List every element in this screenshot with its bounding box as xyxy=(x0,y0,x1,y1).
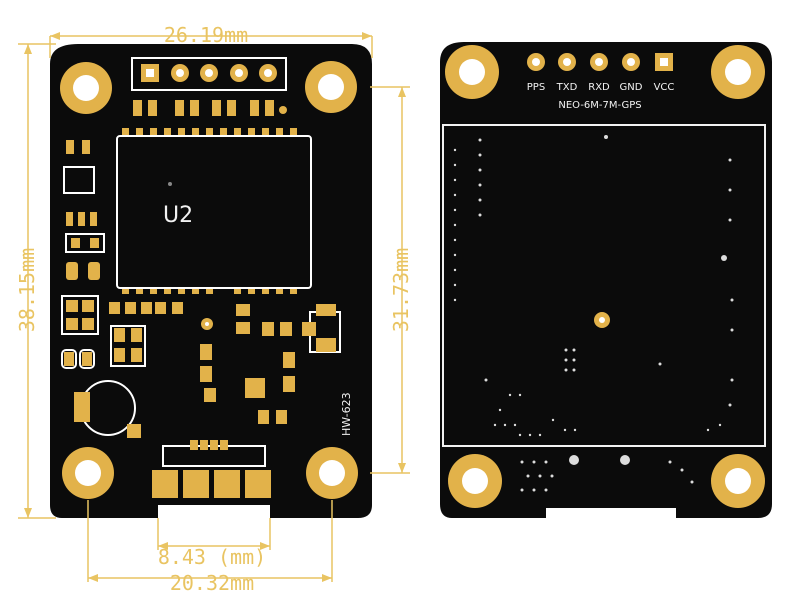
dim-bottom-inner: 8.43 (mm) xyxy=(158,545,266,569)
back-mounting-hole-top-left xyxy=(445,45,499,99)
dim-top-width: 26.19mm xyxy=(164,23,248,47)
dim-left-height: 38.15mm xyxy=(15,248,39,332)
pin-label-pps: PPS xyxy=(527,82,545,93)
back-mounting-hole-bottom-right xyxy=(711,454,765,508)
front-mounting-hole-bottom-left xyxy=(62,447,114,499)
back-via-dots xyxy=(453,135,734,492)
back-pin-pads xyxy=(527,53,673,71)
back-mounting-hole-top-right xyxy=(711,45,765,99)
front-mounting-hole-top-left xyxy=(60,62,112,114)
dimension-arrows xyxy=(24,32,406,582)
pin-label-rxd: RXD xyxy=(588,82,610,93)
model-label: NEO-6M-7M-GPS xyxy=(558,100,641,111)
back-board-outline xyxy=(440,42,772,518)
front-board: U2 xyxy=(50,44,372,518)
gps-chip-u2: U2 xyxy=(116,128,312,294)
front-battery xyxy=(74,380,141,438)
pin-label-txd: TXD xyxy=(556,82,578,93)
pin-label-gnd: GND xyxy=(620,82,643,93)
front-smd-pads-row xyxy=(133,100,287,116)
chip-label-u2: U2 xyxy=(163,203,193,228)
back-ground-plane xyxy=(442,124,766,447)
front-mounting-hole-bottom-right xyxy=(306,447,358,499)
dimension-lines xyxy=(18,35,410,582)
front-bottom-connector xyxy=(152,440,271,498)
front-mounting-hole-top-right xyxy=(305,61,357,113)
back-pin-labels: PPS TXD RXD GND VCC xyxy=(527,82,675,93)
dim-bottom-outer: 20.32mm xyxy=(170,571,254,595)
dim-right-height: 31.73mm xyxy=(389,248,413,332)
front-middle-components xyxy=(109,302,295,424)
back-mounting-hole-bottom-left xyxy=(448,454,502,508)
pin-label-vcc: VCC xyxy=(654,82,675,93)
board-label-hw623: HW-623 xyxy=(340,392,353,436)
front-header-pins xyxy=(131,57,287,91)
front-regulator xyxy=(302,304,341,353)
front-left-components xyxy=(61,140,105,369)
back-board: PPS TXD RXD GND VCC NEO-6M-7M-GPS xyxy=(440,42,772,518)
